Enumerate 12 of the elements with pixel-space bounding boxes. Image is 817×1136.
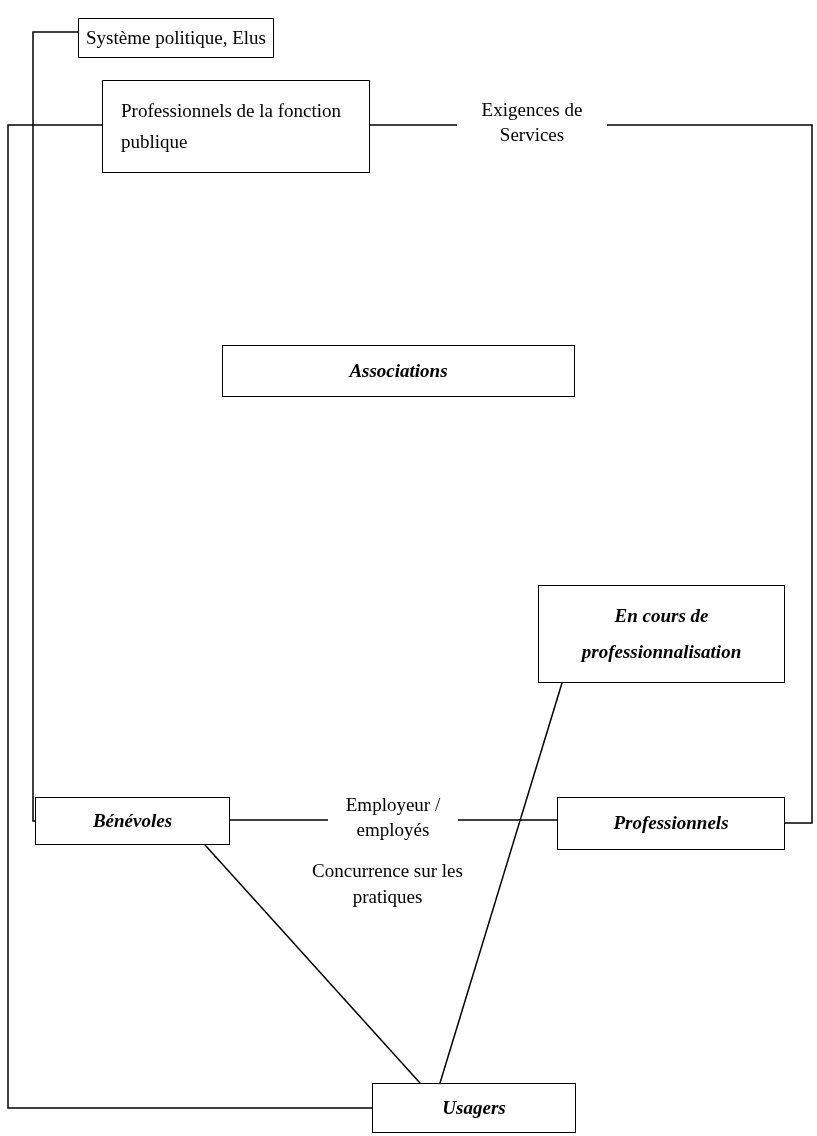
text-box: Professionnels de la fonction publique <box>102 80 370 173</box>
connector-line <box>204 844 421 1084</box>
text-box: Professionnels <box>557 797 785 850</box>
connector-line <box>7 124 373 1109</box>
text-box: Associations <box>222 345 575 397</box>
text-box: Système politique, Elus <box>78 18 274 58</box>
text-box: Bénévoles <box>35 797 230 845</box>
note-text: Concurrence sur les pratiques <box>311 859 464 909</box>
text-box: Usagers <box>372 1083 576 1133</box>
connector-line <box>32 31 79 822</box>
text-box: En cours de professionnalisation <box>538 585 785 683</box>
connector-line <box>439 682 563 1084</box>
